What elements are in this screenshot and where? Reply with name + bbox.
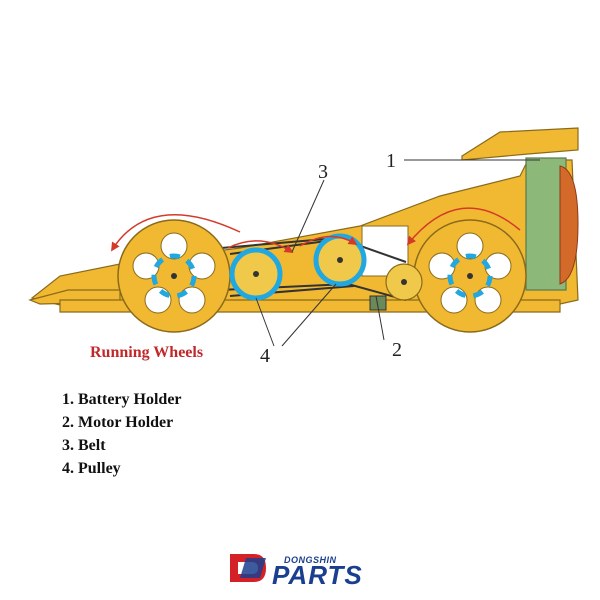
logo-mark-icon [230,554,266,582]
legend-item-motor-holder: 2. Motor Holder [62,414,174,431]
legend-item-pulley: 4. Pulley [62,460,121,477]
legend-item-belt: 3. Belt [62,437,106,454]
rotation-arrows [111,207,521,253]
callout-3: 3 [318,161,328,183]
callout-1: 1 [386,150,396,172]
front-running-wheel [117,219,231,333]
legend-list: 1. Battery Holder 2. Motor Holder 3. Bel… [62,388,182,480]
callout-2: 2 [392,339,402,361]
rear-running-wheel [413,219,527,333]
motor-holder [369,263,423,311]
running-wheels-label: Running Wheels [90,344,203,361]
legend-item-battery-holder: 1. Battery Holder [62,391,182,408]
logo-word-text: PARTS [272,560,363,590]
callout-4: 4 [260,345,270,367]
pulley-left [229,247,283,301]
logo-brand-text: DONGSHIN [284,555,337,565]
dongshin-parts-logo: DONGSHIN PARTS [226,548,386,590]
pulley-right [313,233,367,287]
battery-holder [525,157,579,291]
callout-leaders [255,159,540,347]
